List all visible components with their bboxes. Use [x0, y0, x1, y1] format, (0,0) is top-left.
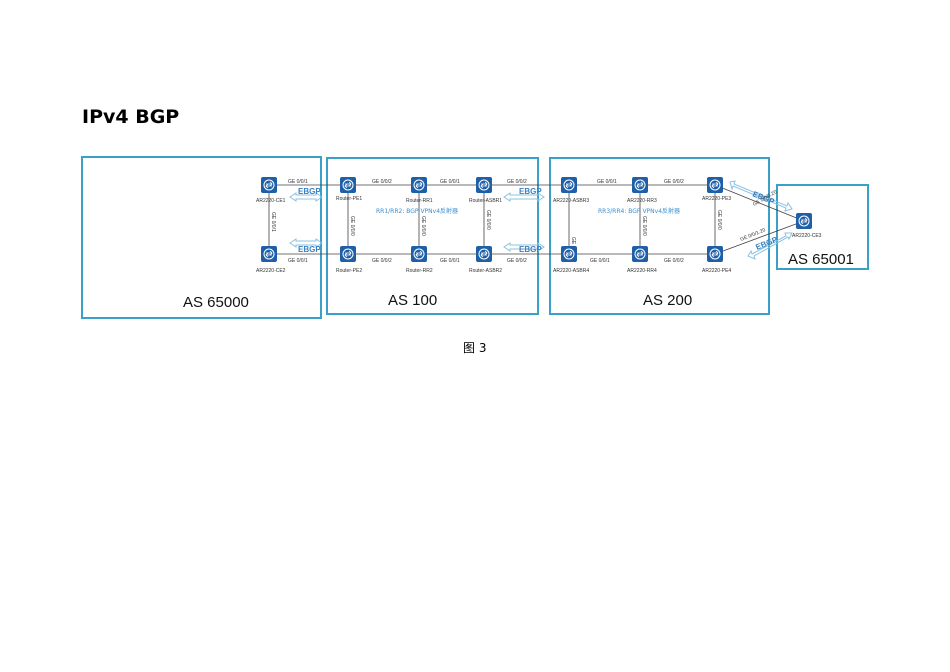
device-label-pe4: AR2220-PE4: [702, 268, 731, 274]
port-rr1-rr2: GE 0/0/0: [420, 216, 426, 236]
device-label-rr3: AR2220-RR3: [627, 198, 657, 204]
links: [268, 184, 805, 255]
device-label-rr2: Router-RR2: [406, 268, 433, 274]
device-label-asbr2: Router-ASBR2: [469, 268, 502, 274]
port-rr4-pe4: GE 0/0/2: [664, 258, 684, 264]
router-icon: [475, 245, 493, 263]
router-icon: [339, 176, 357, 194]
rr-label-as200: RR3/RR4: BGP VPNv4反射器: [598, 207, 680, 215]
as-area-100: [326, 157, 539, 315]
router-icon: [560, 176, 578, 194]
device-label-pe1: Router-PE1: [336, 196, 362, 202]
device-label-ce2: AR2220-CE2: [256, 268, 286, 274]
port-pe1-rr1: GE 0/0/2: [372, 179, 392, 185]
router-icon: [560, 245, 578, 263]
router-icon: [706, 245, 724, 263]
as-area-200: [549, 157, 770, 315]
device-label-pe3: AR2220-PE3: [702, 196, 731, 202]
router-icon: [631, 245, 649, 263]
as-label-65000: AS 65000: [183, 294, 249, 311]
router-icon: [260, 176, 278, 194]
port-asbr2-asbr4: GE 0/0/2: [507, 258, 527, 264]
port-asbr4-rr4: GE 0/0/1: [590, 258, 610, 264]
port-rr2-asbr2: GE 0/0/1: [440, 258, 460, 264]
ebgp-label-asbr2-asbr4: EBGP: [519, 245, 542, 254]
port-rr1-asbr1: GE 0/0/1: [440, 179, 460, 185]
port-asbr1-asbr2: GE 0/0/0: [485, 210, 491, 230]
port-ce1-ce2: GE 0/0/1: [270, 212, 276, 232]
device-label-ce3: AR2220-CE3: [792, 233, 822, 239]
router-icon: [260, 245, 278, 263]
port-pe2-rr2: GE 0/0/2: [372, 258, 392, 264]
port-asbr3-rr3: GE 0/0/1: [597, 179, 617, 185]
port-asbr1-asbr3: GE 0/0/2: [507, 179, 527, 185]
port-pe3-pe4: GE 0/0/0: [716, 210, 722, 230]
router-icon: [339, 245, 357, 263]
port-pe1-pe2: GE 0/0/0: [349, 216, 355, 236]
router-icon: [631, 176, 649, 194]
as-area-65001: [776, 184, 869, 270]
port-ce1-pe1: GE 0/0/1: [288, 179, 308, 185]
device-label-asbr4: AR2220-ASBR4: [553, 268, 589, 274]
router-icon: [795, 212, 813, 230]
device-label-pe2: Router-PE2: [336, 268, 362, 274]
as-label-100: AS 100: [388, 292, 437, 309]
figure-caption: 图 3: [463, 341, 487, 355]
as-label-200: AS 200: [643, 292, 692, 309]
ebgp-label-ce1-pe1: EBGP: [298, 187, 321, 196]
device-label-rr1: Router-RR1: [406, 198, 433, 204]
device-label-asbr3: AR2220-ASBR3: [553, 198, 589, 204]
section-heading: IPv4 BGP: [82, 106, 180, 128]
device-label-ce1: AR2220-CE1: [256, 198, 286, 204]
as-label-65001: AS 65001: [788, 251, 854, 268]
device-label-asbr1: Router-ASBR1: [469, 198, 502, 204]
router-icon: [410, 176, 428, 194]
rr-label-as100: RR1/RR2: BGP VPNv4反射器: [376, 207, 458, 215]
router-icon: [706, 176, 724, 194]
port-rr3-rr4: GE 0/0/0: [641, 216, 647, 236]
as-area-65000: [81, 156, 322, 319]
router-icon: [475, 176, 493, 194]
ebgp-label-ce2-pe2: EBGP: [298, 245, 321, 254]
router-icon: [410, 245, 428, 263]
port-rr3-pe3: GE 0/0/2: [664, 179, 684, 185]
device-label-rr4: AR2220-RR4: [627, 268, 657, 274]
port-ce2-pe2: GE 0/0/1: [288, 258, 308, 264]
ebgp-label-asbr1-asbr3: EBGP: [519, 187, 542, 196]
ebgp-arrows: [289, 180, 793, 260]
